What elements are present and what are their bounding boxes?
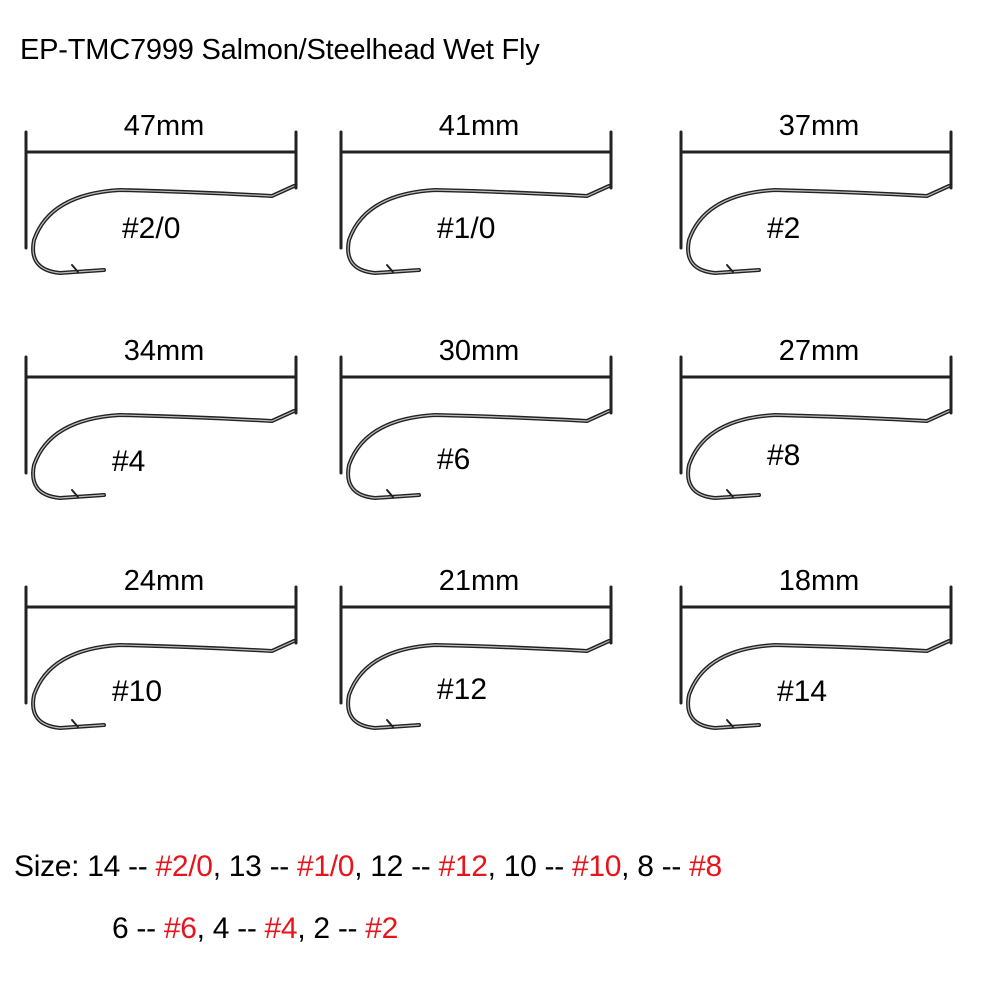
hook-length-label: 47mm — [123, 110, 205, 142]
hook-length-label: 30mm — [438, 335, 520, 367]
hook-card: 18mm #14 — [655, 565, 955, 755]
separator: , — [196, 912, 213, 945]
hook-card: 24mm #10 — [0, 565, 300, 755]
hook-icon — [24, 585, 298, 731]
size-number: 12 -- — [370, 850, 439, 883]
size-number: 8 -- — [637, 850, 690, 883]
size-label: Size: — [14, 850, 80, 883]
hook-size-label: #2/0 — [122, 212, 181, 245]
hook-length-label: 24mm — [123, 565, 205, 597]
hook-card: 27mm #8 — [655, 335, 955, 525]
hook-size-label: #2 — [767, 212, 801, 245]
hook-length-label: 21mm — [438, 565, 520, 597]
hook-size-label: #1/0 — [437, 212, 496, 245]
hook-length-label: 41mm — [438, 110, 520, 142]
size-number: 14 -- — [87, 850, 156, 883]
hook-length-label: 34mm — [123, 335, 205, 367]
hook-size-label: #14 — [777, 675, 828, 708]
size-number: 6 -- — [112, 912, 164, 945]
hook-card: 47mm #2/0 — [0, 110, 300, 300]
size-code: #2 — [365, 912, 399, 945]
hook-icon — [339, 355, 613, 501]
hook-icon — [24, 355, 298, 501]
separator: , — [297, 912, 314, 945]
page-title: EP-TMC7999 Salmon/Steelhead Wet Fly — [20, 34, 540, 66]
hook-length-label: 18mm — [778, 565, 860, 597]
separator: , — [354, 850, 371, 883]
hook-icon — [339, 585, 613, 731]
hook-size-label: #10 — [112, 675, 163, 708]
size-chart-line-2: 6 -- #6, 4 -- #4, 2 -- #2 — [112, 912, 398, 946]
hook-card: 34mm #4 — [0, 335, 300, 525]
size-code: #8 — [689, 850, 722, 883]
separator: , — [487, 850, 504, 883]
size-code: #2/0 — [155, 850, 213, 883]
hook-icon — [24, 130, 298, 276]
hook-card: 37mm #2 — [655, 110, 955, 300]
separator: , — [212, 850, 229, 883]
hook-icon — [339, 130, 613, 276]
hook-length-label: 37mm — [778, 110, 860, 142]
hook-icon — [679, 355, 953, 501]
size-chart-line-1: Size: 14 -- #2/0, 13 -- #1/0, 12 -- #12,… — [14, 850, 722, 884]
separator: , — [621, 850, 638, 883]
hook-card: 30mm #6 — [315, 335, 615, 525]
hook-size-label: #4 — [112, 445, 146, 478]
hook-icon — [679, 130, 953, 276]
hook-size-label: #8 — [767, 439, 801, 472]
size-code: #10 — [571, 850, 622, 883]
hook-size-label: #12 — [437, 673, 488, 706]
hook-length-label: 27mm — [778, 335, 860, 367]
size-code: #1/0 — [297, 850, 355, 883]
size-number: 13 -- — [228, 850, 297, 883]
hook-icon — [679, 585, 953, 731]
size-code: #12 — [438, 850, 488, 883]
size-code: #4 — [264, 912, 298, 945]
size-code: #6 — [163, 912, 197, 945]
size-number: 10 -- — [503, 850, 572, 883]
hook-card: 21mm #12 — [315, 565, 615, 755]
size-number: 4 -- — [212, 912, 265, 945]
hook-size-label: #6 — [437, 443, 471, 476]
hook-card: 41mm #1/0 — [315, 110, 615, 300]
size-number: 2 -- — [313, 912, 366, 945]
